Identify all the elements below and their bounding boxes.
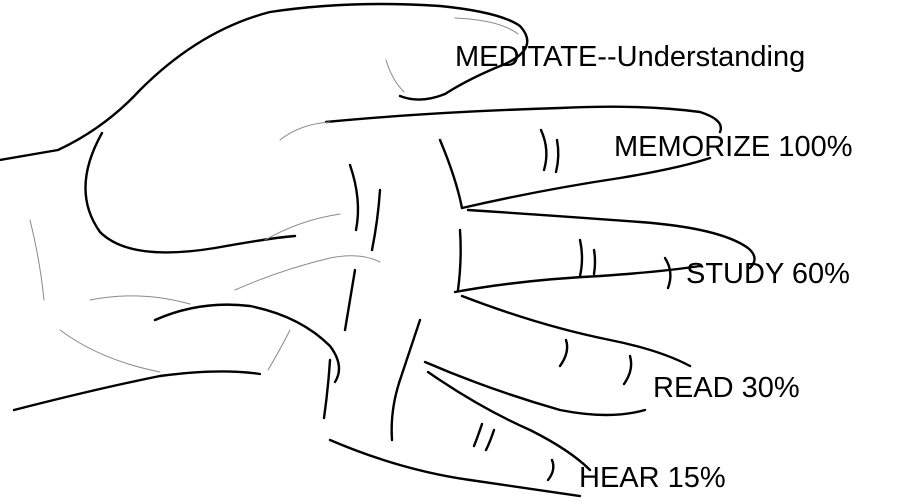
index-knuckle-1	[539, 128, 548, 172]
middle-finger-bottom	[453, 264, 702, 294]
heel-curve	[153, 303, 341, 384]
middle-finger-top	[466, 208, 756, 270]
palm-line-2	[456, 228, 462, 292]
palm-detail-6	[264, 213, 341, 241]
ring-knuckle-1	[558, 338, 569, 368]
ring-finger-bottom	[423, 360, 647, 417]
index-finger-bottom	[460, 156, 712, 210]
label-hear: HEAR 15%	[579, 462, 726, 494]
label-meditate: MEDITATE--Understanding	[455, 41, 805, 73]
palm-detail-3	[234, 255, 381, 291]
palm-detail-1	[279, 121, 331, 141]
pinky-knuckle-1	[472, 422, 484, 448]
palm-line-1	[438, 138, 464, 210]
index-finger-top	[324, 105, 722, 134]
hand-illustration	[0, 2, 756, 498]
pinky-tip-curve	[546, 458, 555, 482]
palm-line-4	[348, 163, 360, 232]
pinky-finger-bottom	[328, 438, 582, 498]
middle-knuckle-2	[592, 248, 597, 276]
palm-line-7	[322, 358, 332, 420]
palm-line-6	[343, 268, 357, 332]
palm-detail-4	[59, 329, 161, 373]
wrist-line	[12, 370, 262, 412]
pinky-knuckle-2	[484, 428, 496, 452]
label-memorize: MEMORIZE 100%	[614, 131, 853, 163]
middle-tip-curve	[663, 256, 672, 290]
index-knuckle-2	[554, 138, 560, 174]
label-study: STUDY 60%	[686, 258, 850, 290]
ring-knuckle-2	[622, 354, 633, 386]
ring-finger-top	[460, 294, 692, 368]
palm-detail-2	[89, 295, 191, 305]
label-read: READ 30%	[653, 372, 800, 404]
palm-detail-7	[267, 329, 291, 371]
palm-upper-crease	[84, 131, 297, 254]
thumb-nail	[454, 17, 519, 35]
pinky-finger-top	[426, 370, 592, 472]
thumb-detail	[385, 59, 405, 93]
palm-line-5	[370, 188, 382, 252]
palm-detail-5	[29, 219, 45, 301]
middle-knuckle-1	[578, 238, 584, 278]
thumb-outline	[0, 2, 529, 162]
palm-line-3	[390, 318, 422, 442]
